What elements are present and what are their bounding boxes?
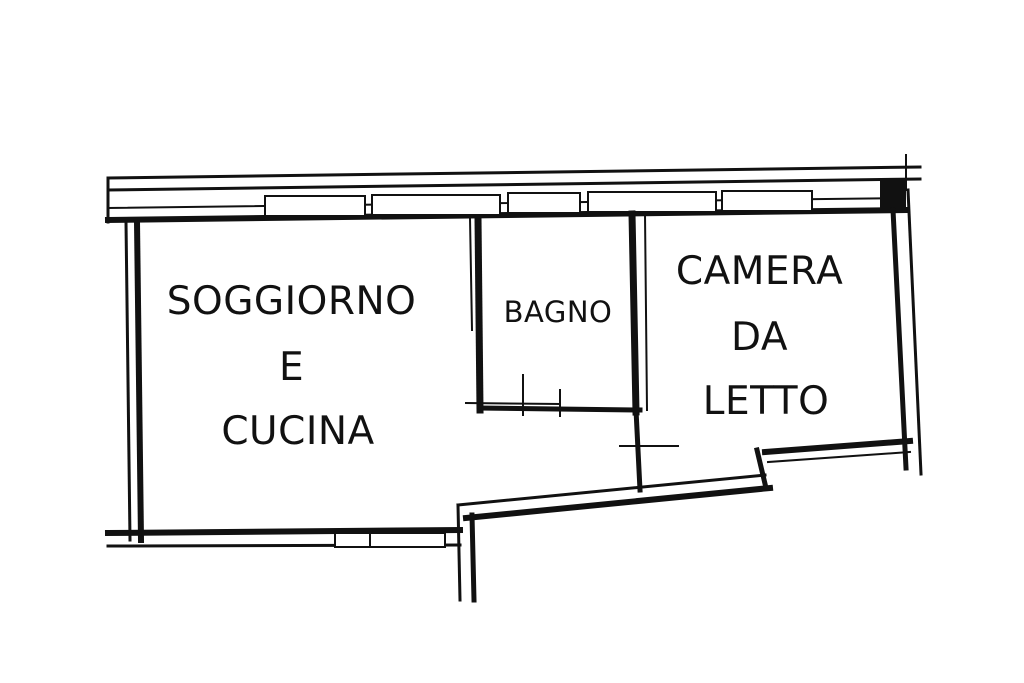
window-top-4	[587, 191, 717, 213]
room-label-line: CUCINA	[221, 409, 374, 454]
exterior-wall-bedroom-bottom	[753, 437, 914, 492]
window-top-3	[507, 192, 581, 214]
room-label-line: DA	[731, 315, 788, 360]
exterior-wall-step	[456, 473, 774, 603]
exterior-wall-left	[124, 218, 145, 544]
room-label-bagno: BAGNO	[504, 295, 613, 329]
corner-pillar	[880, 178, 906, 212]
window-bottom	[334, 532, 446, 548]
window-top-2	[371, 194, 501, 216]
room-label-camera: CAMERA DA LETTO	[676, 249, 856, 424]
room-label-line: BAGNO	[504, 295, 613, 329]
room-label-line: E	[279, 345, 304, 390]
room-label-line: LETTO	[703, 379, 830, 424]
room-label-line: CAMERA	[676, 249, 843, 294]
bathroom-walls	[464, 210, 643, 417]
exterior-wall-right	[890, 188, 923, 476]
window-top-5	[721, 190, 813, 212]
room-label-soggiorno: SOGGIORNO E CUCINA	[167, 279, 429, 454]
window-top-1	[264, 195, 366, 217]
exterior-wall-top	[104, 154, 922, 224]
bedroom-partition	[619, 212, 679, 493]
room-label-line: SOGGIORNO	[167, 279, 417, 324]
exterior-wall-bottom-left	[104, 526, 464, 548]
